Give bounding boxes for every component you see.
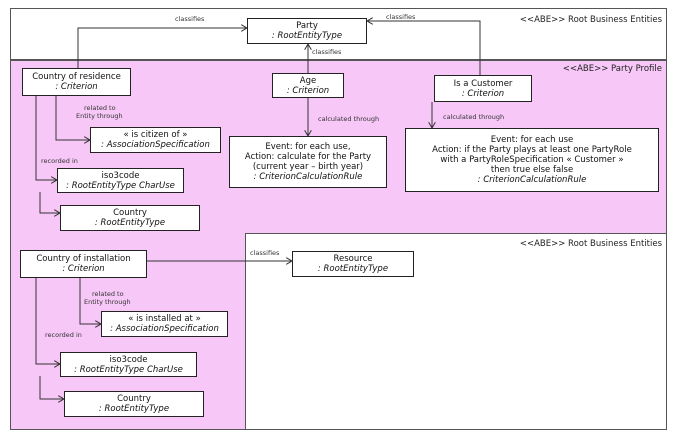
customer-calculation-rule-box[interactable]: Event: for each use Action: if the Party… — [405, 128, 659, 192]
age-name: Age — [299, 75, 317, 86]
country-of-residence-box[interactable]: Country of residence : Criterion — [22, 68, 131, 96]
party-box[interactable]: Party : RootEntityType — [247, 18, 367, 44]
age-type: : Criterion — [286, 85, 330, 96]
country-residence-type: : Criterion — [55, 82, 98, 92]
country-bottom-name: Country — [117, 394, 151, 404]
customer-type: : Criterion — [461, 88, 505, 99]
iso-top-name: iso3code — [101, 170, 140, 181]
age-rule-line-2: Action: calculate for the Party — [244, 152, 372, 162]
label-classifies-left: classifies — [175, 15, 205, 23]
iso-top-type: : RootEntityType CharUse — [66, 180, 175, 191]
label-classifies-right: classifies — [386, 13, 416, 21]
package-title: <<ABE>> Root Business Entities — [519, 15, 662, 25]
country-installation-name: Country of installation — [36, 254, 131, 264]
is-citizen-name: « is citizen of » — [123, 130, 188, 140]
customer-rule-line-3: with a PartyRoleSpecification « Customer… — [440, 155, 624, 165]
country-top-name: Country — [113, 208, 147, 218]
is-citizen-type: : AssociationSpecification — [101, 140, 210, 150]
iso-bottom-type: : RootEntityType CharUse — [74, 364, 183, 375]
label-related-1b: Entity through — [76, 112, 123, 120]
label-calc-customer: calculated through — [443, 113, 505, 121]
label-recorded-2: recorded in — [45, 331, 82, 339]
label-related-2b: Entity through — [84, 298, 131, 306]
customer-rule-line-1: Event: for each use — [490, 135, 574, 145]
country-bottom-type: : RootEntityType — [98, 404, 170, 414]
country-of-installation-box[interactable]: Country of installation : Criterion — [20, 250, 147, 278]
root-entities-package-bottom: <<ABE>> Root Business Entities — [245, 233, 667, 430]
is-installed-at-box[interactable]: « is installed at » : AssociationSpecifi… — [101, 311, 228, 337]
label-related-2a: related to — [92, 290, 124, 298]
package-title: <<ABE>> Root Business Entities — [519, 239, 662, 249]
resource-box[interactable]: Resource : RootEntityType — [292, 251, 414, 277]
label-classifies-resource: classifies — [250, 249, 280, 257]
customer-name: Is a Customer — [453, 78, 513, 89]
iso3code-box-bottom[interactable]: iso3code : RootEntityType CharUse — [60, 352, 197, 377]
age-rule-type: : CriterionCalculationRule — [253, 172, 363, 182]
resource-type: : RootEntityType — [317, 264, 389, 274]
is-a-customer-box[interactable]: Is a Customer : Criterion — [434, 75, 532, 102]
customer-rule-line-2: Action: if the Party plays at least one … — [432, 145, 632, 155]
iso3code-box-top[interactable]: iso3code : RootEntityType CharUse — [57, 168, 184, 193]
label-related-1a: related to — [84, 104, 116, 112]
country-box-bottom[interactable]: Country : RootEntityType — [64, 391, 204, 417]
country-installation-type: : Criterion — [62, 264, 105, 274]
label-classifies-mid: classifies — [312, 48, 342, 56]
label-calc-age: calculated through — [318, 115, 380, 123]
is-installed-type: : AssociationSpecification — [110, 324, 219, 334]
age-rule-line-3: (current year – birth year) — [252, 162, 364, 172]
is-installed-name: « is installed at » — [128, 314, 201, 324]
party-type: : RootEntityType — [271, 31, 343, 41]
country-residence-name: Country of residence — [32, 72, 121, 82]
label-recorded-1: recorded in — [41, 157, 78, 165]
customer-rule-type: : CriterionCalculationRule — [477, 175, 587, 185]
package-title: <<ABE>> Party Profile — [562, 64, 662, 74]
age-calculation-rule-box[interactable]: Event: for each use, Action: calculate f… — [229, 136, 387, 188]
age-box[interactable]: Age : Criterion — [272, 73, 344, 98]
is-citizen-of-box[interactable]: « is citizen of » : AssociationSpecifica… — [90, 127, 221, 153]
party-name: Party — [296, 21, 318, 31]
age-rule-line-1: Event: for each use, — [265, 142, 351, 152]
country-box-top[interactable]: Country : RootEntityType — [60, 205, 200, 231]
customer-rule-line-4: then true else false — [490, 165, 574, 175]
resource-name: Resource — [333, 254, 373, 264]
iso-bottom-name: iso3code — [109, 354, 148, 365]
country-top-type: : RootEntityType — [94, 218, 166, 228]
